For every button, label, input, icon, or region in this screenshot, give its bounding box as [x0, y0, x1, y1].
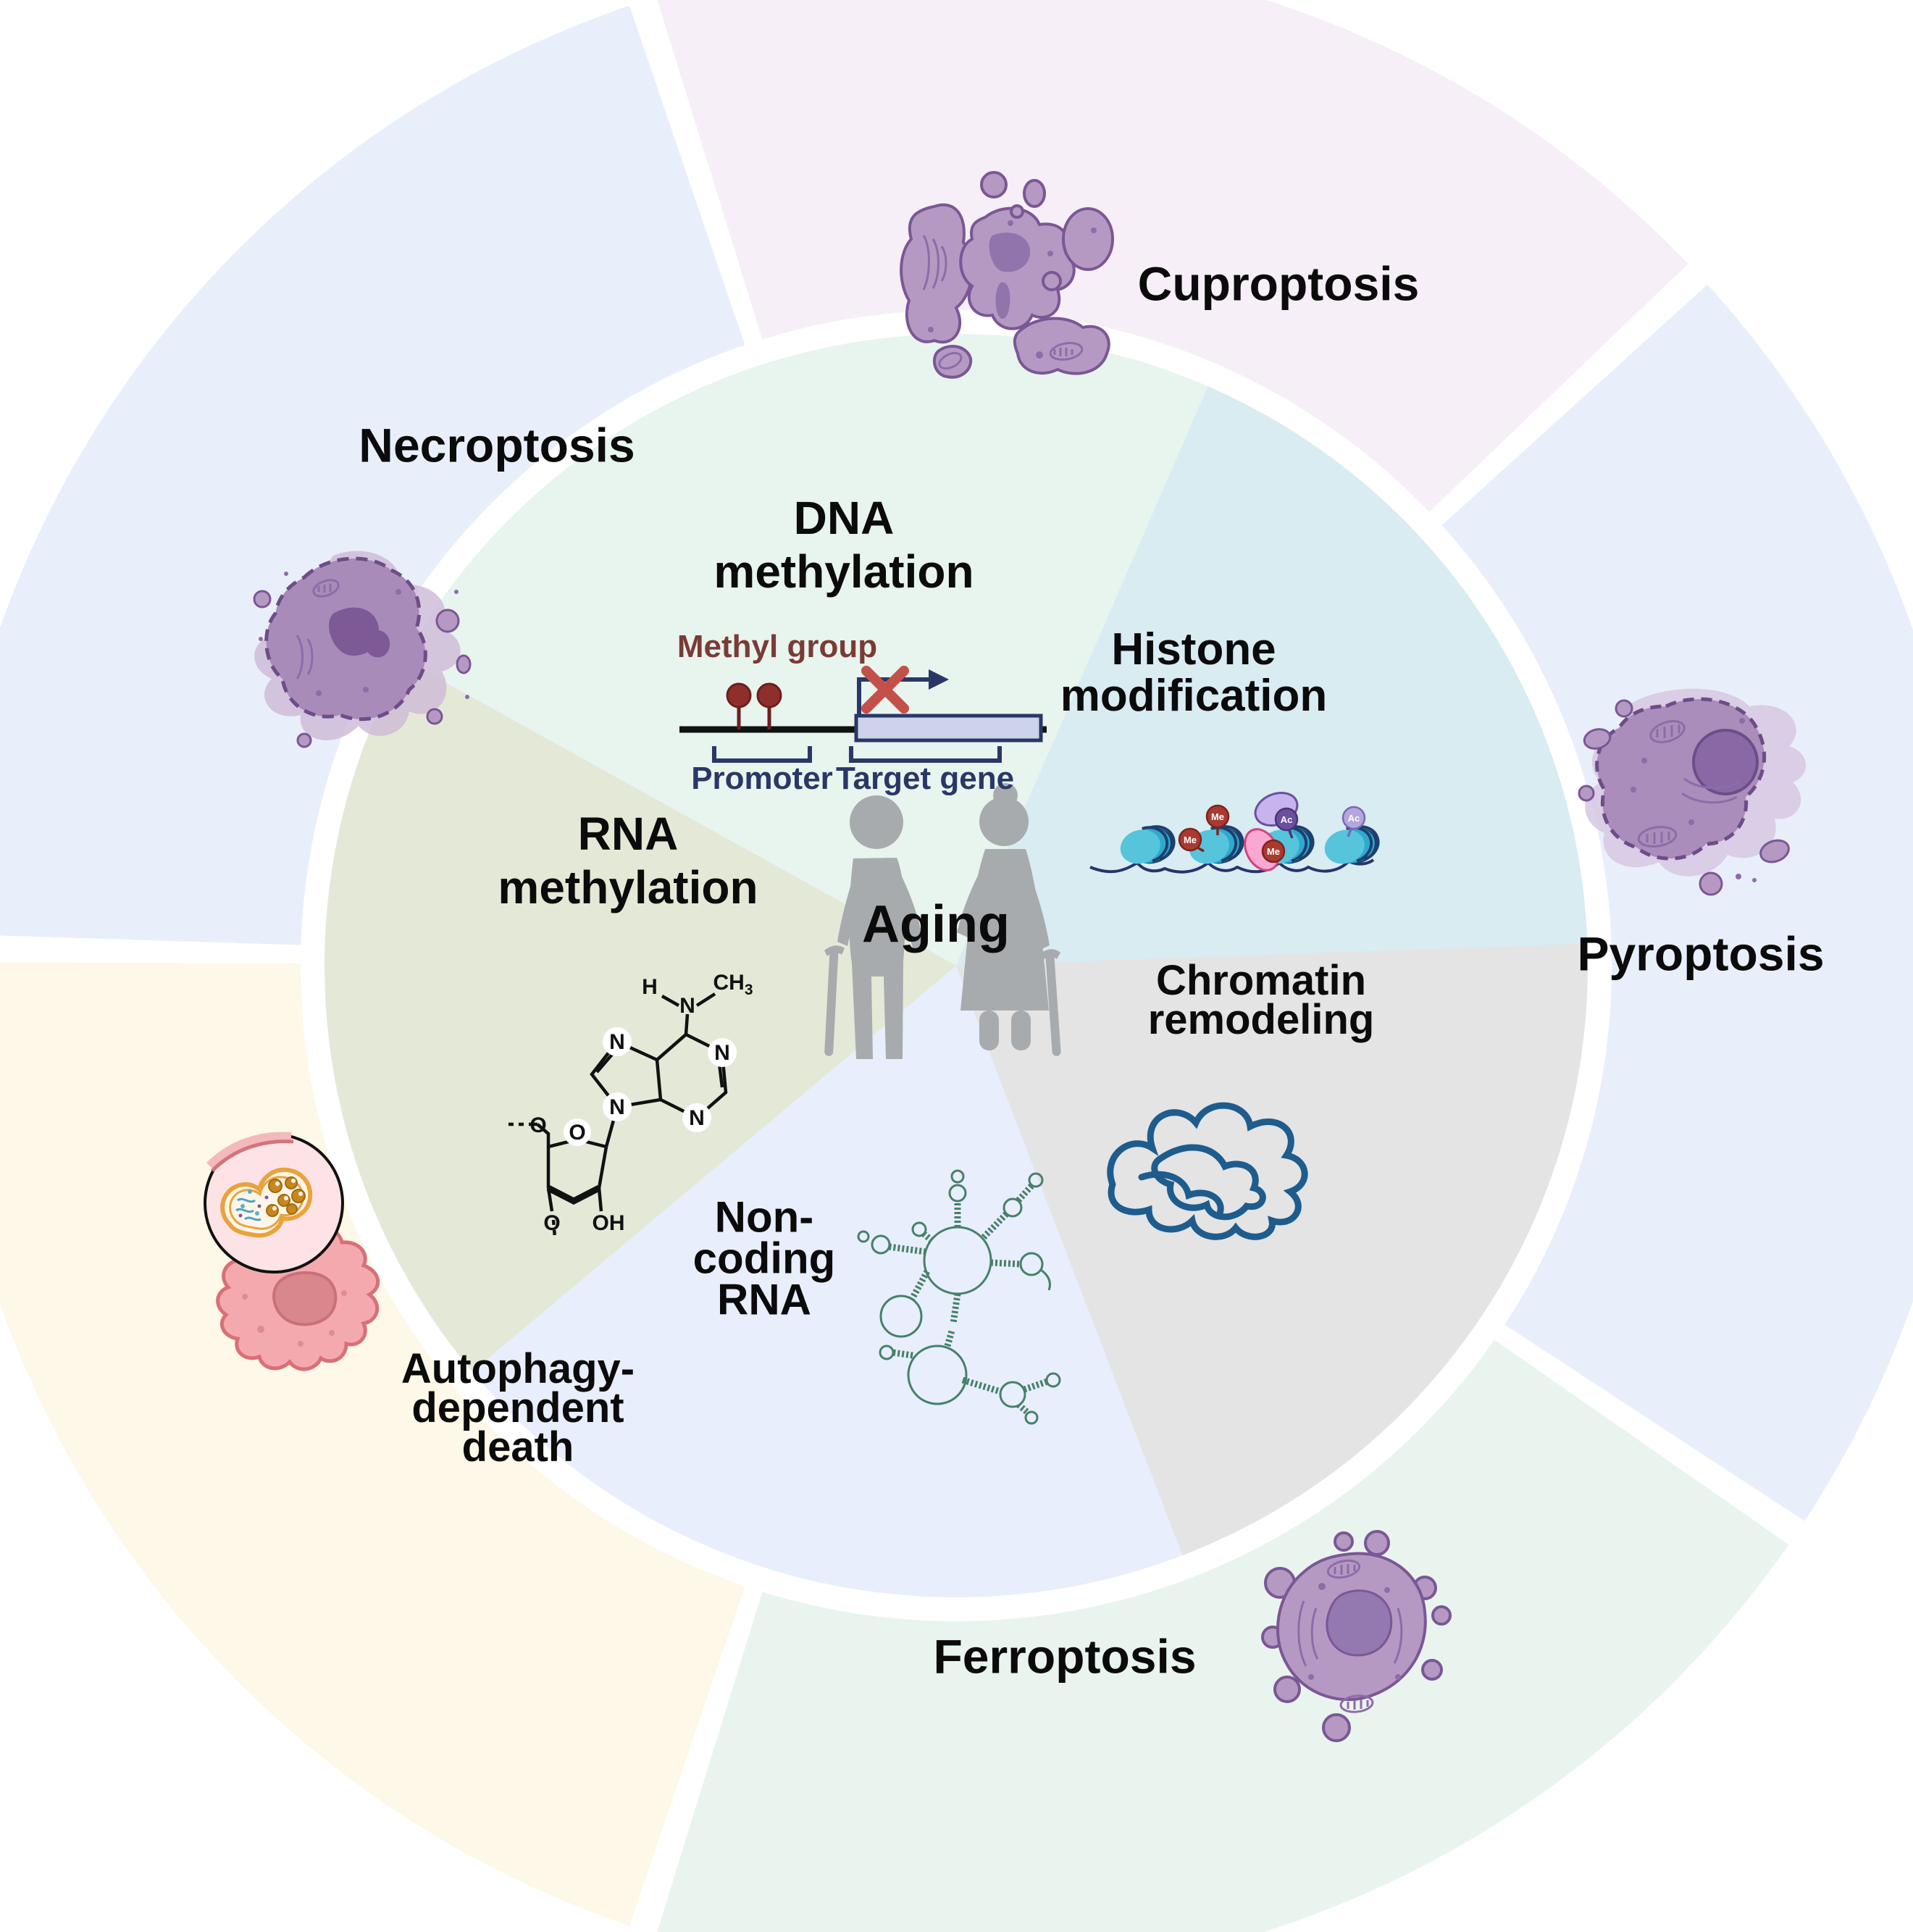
- me-tag-label: Me: [1184, 835, 1197, 845]
- aging-center-label: Aging: [862, 895, 1010, 954]
- ruptured-cell-icon: [253, 551, 472, 748]
- autophagic-cell-icon: [204, 1132, 380, 1371]
- gene-promoter-methylation-icon: [679, 666, 1047, 763]
- non-coding-rna-label: Non- coding RNA: [692, 1192, 836, 1324]
- o-atom-label: O: [569, 1121, 585, 1145]
- me-tag-label: Me: [1267, 846, 1280, 857]
- me-tag-label: Me: [1211, 811, 1224, 822]
- promoter-label: Promoter: [691, 760, 833, 796]
- nucleosome-string-icon: Me Me Me Ac Ac: [1089, 792, 1385, 874]
- histone-modification-label: Histone modification: [1060, 624, 1328, 721]
- pyroptosis-label: Pyroptosis: [1577, 927, 1825, 981]
- ch3-group-label: CH3: [713, 971, 753, 998]
- chromatin-remodeling-label: Chromatin remodeling: [1147, 957, 1375, 1043]
- fragmented-cell-icon: [900, 171, 1114, 379]
- h-atom-label: H: [642, 975, 658, 999]
- ac-tag-label: Ac: [1281, 814, 1293, 825]
- oh-group-label: OH: [593, 1211, 625, 1235]
- elderly-couple-icon: [824, 783, 1061, 1059]
- necroptosis-label: Necroptosis: [359, 418, 635, 472]
- autophagy-dependent-death-label: Autophagy- dependent death: [401, 1345, 635, 1471]
- n-atom-label: N: [609, 1095, 625, 1119]
- inner-epigenetics-wheel: [325, 334, 1588, 1597]
- n-atom-label: N: [609, 1030, 625, 1054]
- cuproptosis-label: Cuproptosis: [1137, 256, 1420, 311]
- o-atom-label: O: [529, 1113, 546, 1137]
- rna-secondary-structure-icon: [857, 1169, 1061, 1425]
- blebbing-cell-icon: [1261, 1530, 1452, 1742]
- methyl-group-label: Methyl group: [677, 628, 878, 664]
- swelling-cell-icon: [1578, 688, 1807, 896]
- o-atom-label: O: [543, 1211, 560, 1235]
- ac-tag-label: Ac: [1348, 813, 1360, 824]
- ferroptosis-label: Ferroptosis: [933, 1629, 1197, 1684]
- rna-methylation-label: RNA methylation: [498, 808, 758, 913]
- methyladenosine-structure-icon: H N CH3 N N N N O O O OH: [508, 971, 753, 1238]
- dna-methylation-label: DNA methylation: [713, 492, 974, 598]
- n-atom-label: N: [689, 1106, 705, 1130]
- n-atom-label: N: [679, 994, 695, 1018]
- tangled-chromatin-icon: [1107, 1102, 1308, 1240]
- target-gene-label: Target gene: [835, 760, 1015, 796]
- n-atom-label: N: [714, 1041, 730, 1065]
